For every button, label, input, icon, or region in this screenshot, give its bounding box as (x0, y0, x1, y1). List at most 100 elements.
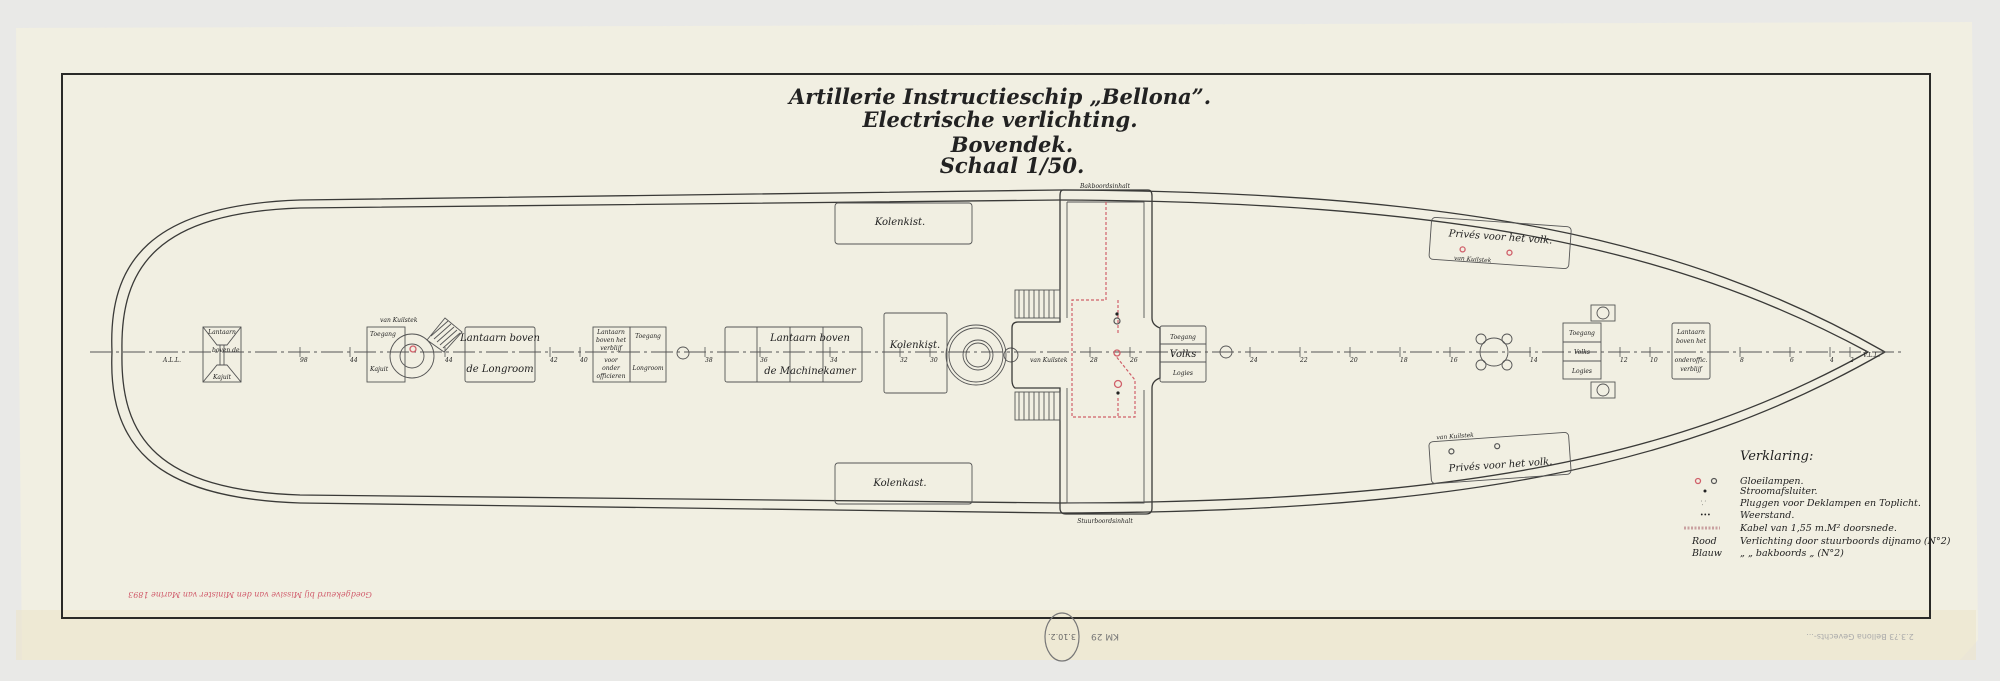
logies-label: Logies (1172, 370, 1193, 377)
bow-box-label: verblijf (1680, 366, 1703, 373)
paper-sheet (16, 22, 1978, 660)
station-number: 36 (760, 357, 768, 364)
onderoff-label: voor (604, 357, 619, 364)
onderoff-label: verblijf (600, 345, 623, 352)
station-number: 12 (1620, 357, 1628, 364)
stern-lantern-box: Lantaarn boven de Kajuit (202, 326, 242, 383)
van-kuilstek-label: van Kuilstek (380, 317, 418, 324)
toegang-volks-logies-fore: Toegang Volks Logies (1562, 304, 1616, 399)
lamp-icon (1459, 246, 1466, 253)
toegang-label: Toegang (1569, 330, 1595, 337)
approval-annotation: Goedgekeurd bij Missive van den Minister… (128, 590, 372, 599)
station-number: 40 (579, 357, 588, 364)
lamp-red-icon (1694, 477, 1702, 485)
bow-lantern-box: Lantaarn boven het onderoffic. verblijf (1671, 322, 1711, 380)
archive-stamp: 3.10.2. KM 29 (1044, 612, 1119, 662)
switch-icon (1703, 489, 1707, 493)
resistance-icon: ••• (1700, 512, 1711, 519)
machinekamer-label: de Machinekamer (764, 366, 857, 377)
central-deckhouse: Bakboordsinhalt Stuurboordsinhalt van Ku… (1011, 183, 1161, 525)
toegang-longroom-label: Toegang (635, 333, 661, 340)
lamp-icon (1494, 443, 1501, 450)
kolenkist-top-box: Kolenkist. (834, 202, 973, 245)
title-line-3: Bovendek. (950, 132, 1074, 157)
title-line-4: Schaal 1/50. (940, 153, 1085, 178)
legend: Verklaring: ⸪ ••• Gloeilampen. Stroomafs… (1684, 449, 1951, 559)
longroom-lantern-box: Lantaarn boven de Longroom (459, 326, 540, 383)
bow-box-label: Lantaarn (1676, 329, 1705, 336)
station-number: 26 (1129, 357, 1138, 364)
lamp-icon (1506, 249, 1513, 256)
stamp-text: 3.10.2. (1048, 632, 1076, 641)
vent-circle (676, 346, 690, 360)
station-number: 6 (1790, 357, 1794, 364)
machinekamer-lantern-box: Lantaarn boven de Machinekamer (724, 326, 863, 383)
stuurboordsinhalt-label: Stuurboordsinhalt (1077, 518, 1133, 525)
legend-title: Verklaring: (1740, 449, 1813, 464)
station-number: 42 (549, 357, 558, 364)
legend-item: „ „ bakboords „ (N°2) (1740, 548, 1844, 559)
longroom-label: de Longroom (466, 364, 533, 375)
toegang-kajuit-label: Kajuit (369, 366, 389, 373)
stern-box-label: Lantaarn (207, 329, 236, 336)
legend-item: Kabel van 1,55 m.M² doorsnede. (1739, 523, 1897, 534)
station-vll: V.L.L. (1863, 352, 1880, 359)
vent-circle (1219, 345, 1233, 359)
legend-item: Verlichting door stuurboords dijnamo (N°… (1740, 536, 1951, 547)
station-number: 28 (1089, 357, 1098, 364)
longroom-label: Lantaarn boven (459, 333, 540, 344)
kolenkist-center-box: Kolenkist. (883, 312, 948, 394)
toegang-volks-logies-mid: Toegang Volks Logies (1159, 325, 1207, 383)
switch-icon (1116, 391, 1120, 395)
stern-box-label: boven de (212, 347, 240, 354)
funnel (945, 324, 1019, 386)
station-number: 4 (1829, 357, 1834, 364)
onderoff-label: officieren (597, 373, 626, 380)
kolenkast-bottom-label: Kolenkast. (872, 478, 926, 489)
station-number: 22 (1299, 357, 1308, 364)
volks-label: Volks (1170, 349, 1197, 360)
kolenkist-label: Kolenkist. (889, 340, 940, 351)
bakboordsinhalt-label: Bakboordsinhalt (1079, 183, 1131, 190)
capstan (1475, 333, 1513, 371)
toegang-longroom-label: Longroom (631, 365, 663, 372)
onderofficieren-lantern-box: Lantaarn boven het verblijf voor onder o… (592, 326, 667, 383)
legend-item: Weerstand. (1740, 510, 1794, 521)
onderoff-label: onder (602, 365, 621, 372)
machinekamer-label: Lantaarn boven (769, 333, 850, 344)
station-number: 18 (1400, 357, 1408, 364)
legend-item: Pluggen voor Deklampen en Toplicht. (1739, 498, 1921, 509)
van-kuilstek-label: van Kuilstek (1436, 432, 1474, 442)
lamp-icon (1113, 349, 1121, 357)
pencil-note: 2.3.?3 Bellona Gevechts-... (1806, 632, 1913, 641)
station-all: A.L.L. (162, 357, 181, 364)
lamp-icon (1448, 448, 1455, 455)
station-number: 44 (444, 357, 453, 364)
volks-label: Volks (1574, 349, 1590, 356)
station-number: 44 (349, 357, 358, 364)
logies-label: Logies (1571, 368, 1592, 375)
station-number: 2 (1849, 357, 1854, 364)
hull-outline-inner (121, 199, 1870, 504)
station-number: 30 (930, 357, 938, 364)
van-kuilstek-label: van Kuilstek (1454, 255, 1492, 265)
lamp-icon (1113, 317, 1121, 325)
legend-key-blauw: Blauw (1691, 548, 1722, 559)
toegang-kajuit-label: Toegang (370, 331, 396, 338)
lamp-icon (409, 345, 417, 353)
title-line-2: Electrische verlichting. (862, 107, 1138, 132)
station-number: 14 (1530, 357, 1538, 364)
kajuit-entrance: Toegang Kajuit van Kuilstek (366, 317, 463, 383)
kolenkist-top-label: Kolenkist. (874, 217, 925, 228)
van-kuilstek-label: van Kuilstek (1030, 357, 1068, 364)
station-number: 98 (300, 357, 308, 364)
station-number: 16 (1450, 357, 1458, 364)
kolenkast-bottom-box: Kolenkast. (834, 462, 973, 505)
station-number: 10 (1650, 357, 1658, 364)
station-number: 20 (1349, 357, 1358, 364)
legend-item: Gloeilampen. (1740, 476, 1804, 487)
title-block: Artillerie Instructieschip „Bellona”. El… (787, 84, 1211, 178)
toegang-label: Toegang (1170, 334, 1196, 341)
